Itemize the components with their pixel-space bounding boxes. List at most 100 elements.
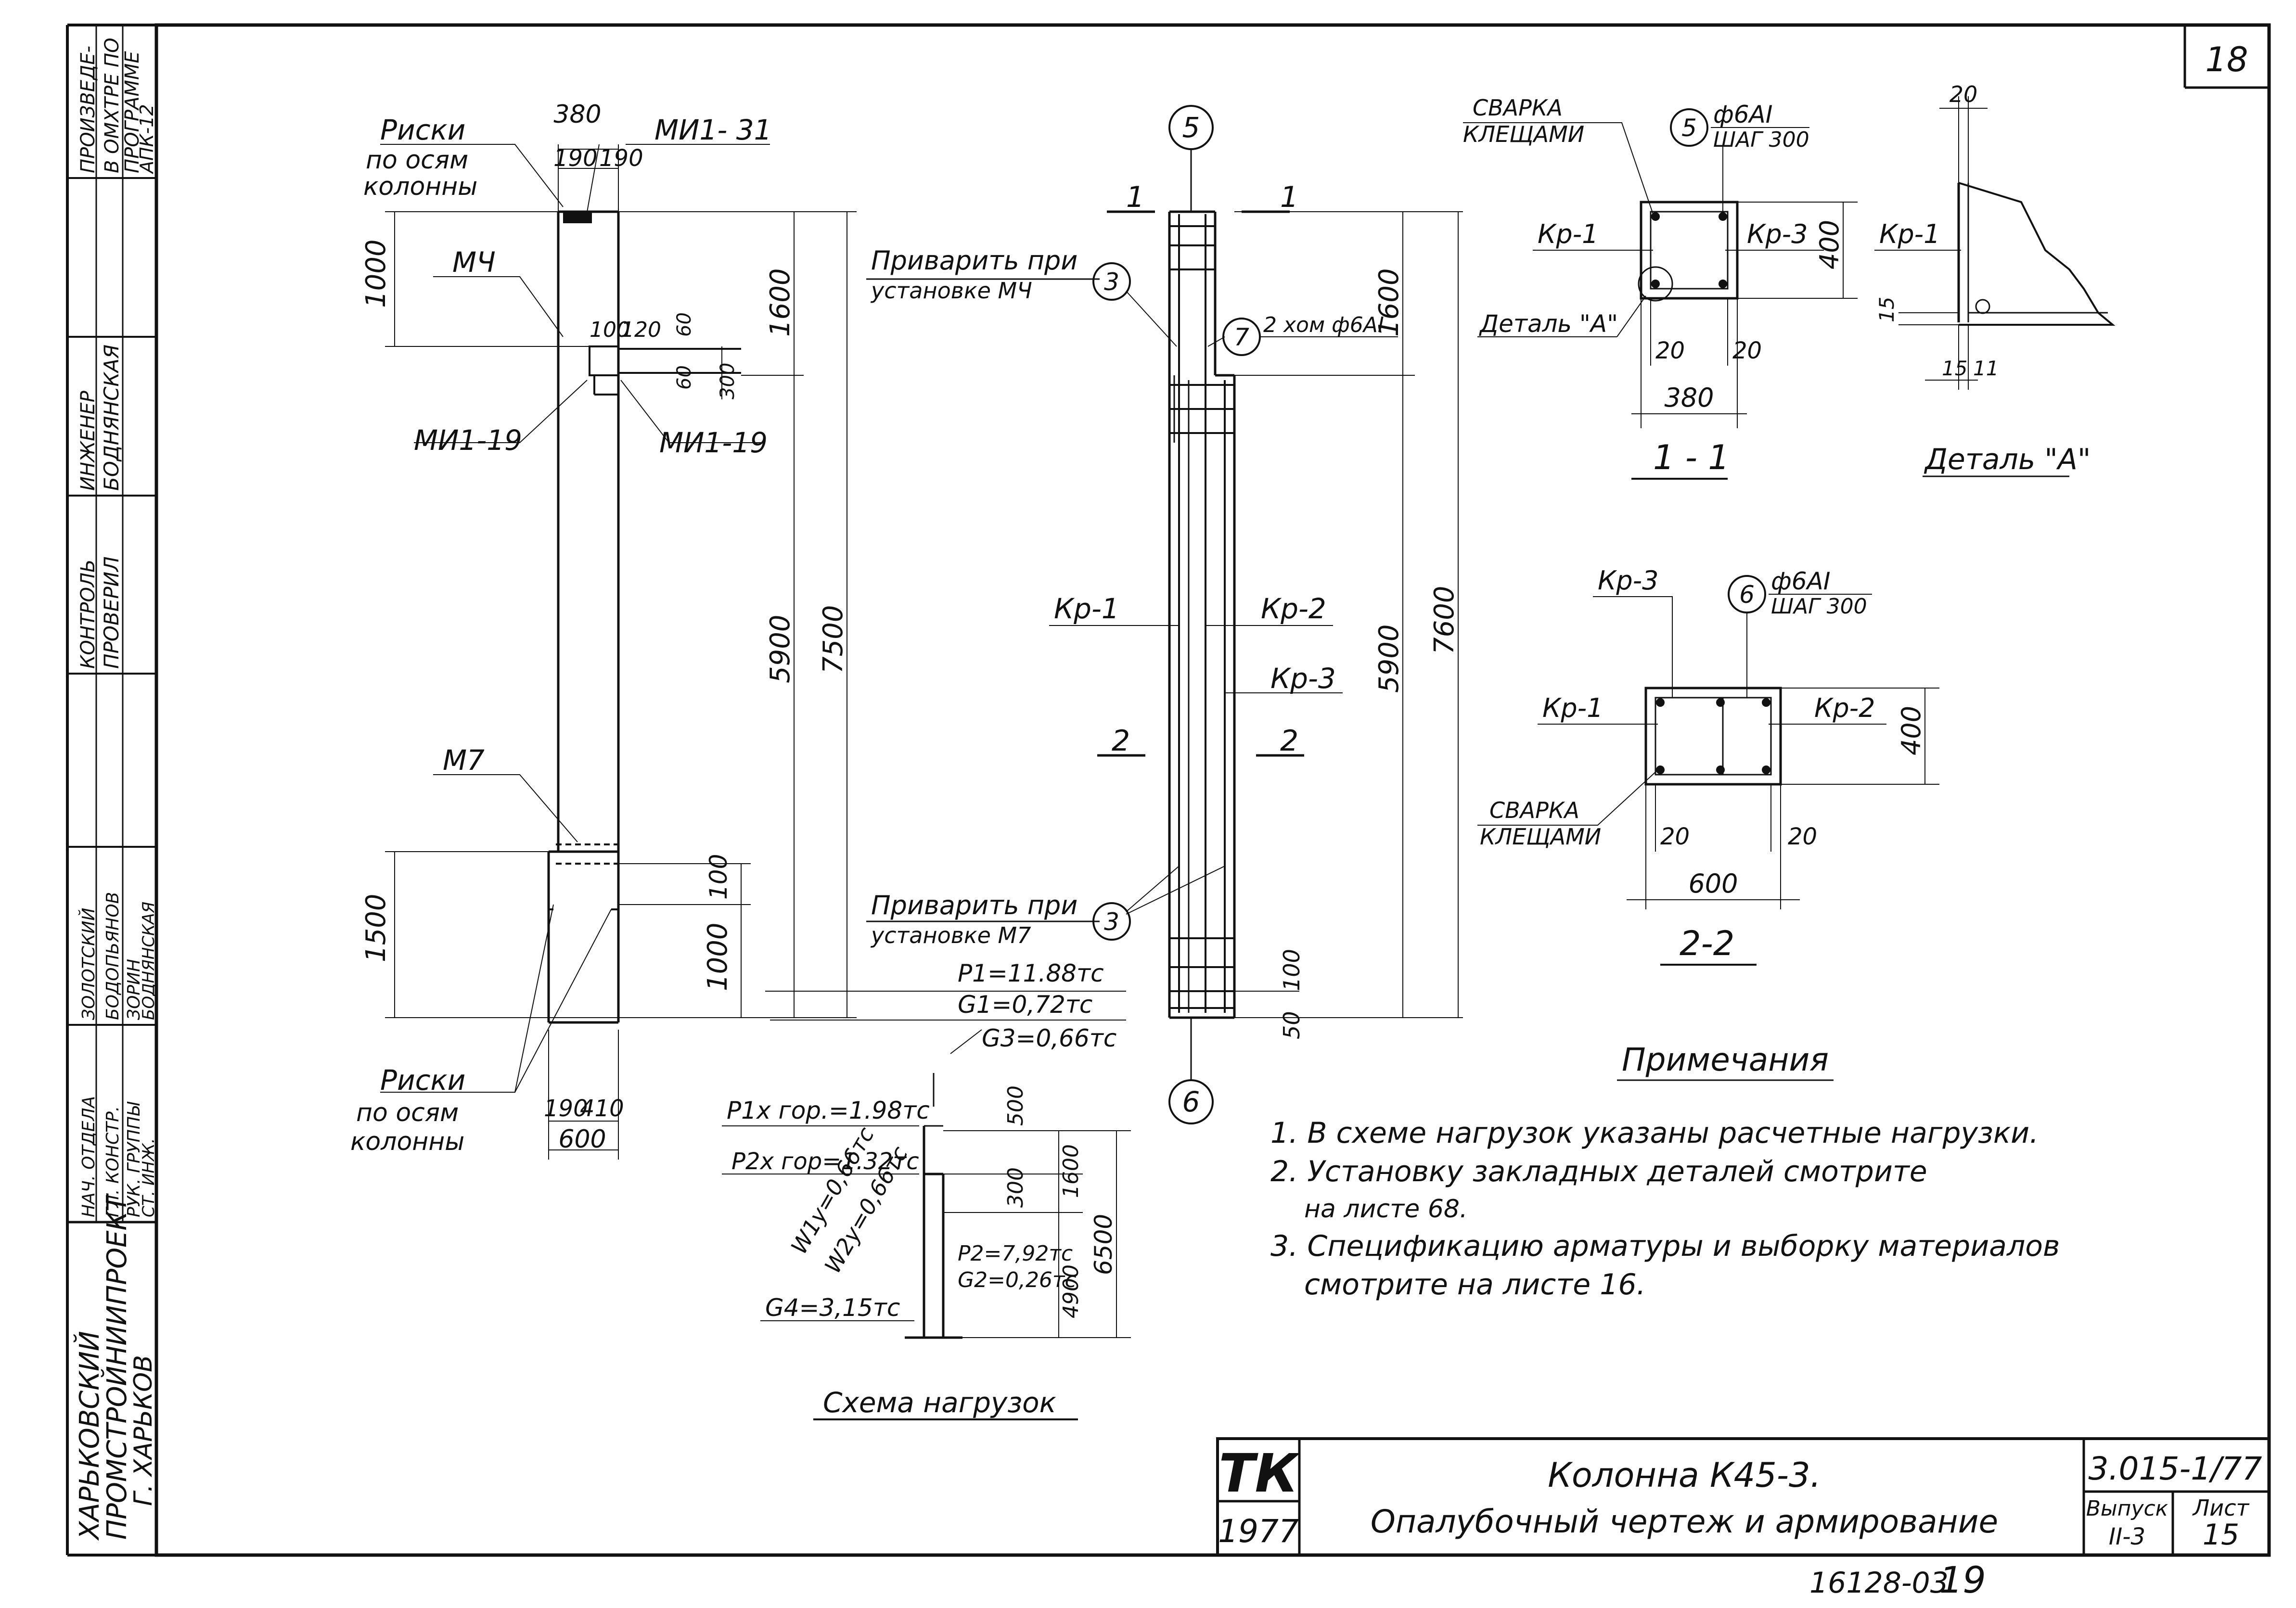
s22-kr3: Кр-3 (1598, 565, 1658, 596)
s22-title: 2-2 (1680, 924, 1734, 963)
dim-60b: 60 (673, 365, 695, 390)
tb-issue: II-3 (2109, 1523, 2145, 1550)
half-width-2: 190 (599, 145, 643, 172)
half-width-1: 190 (553, 145, 598, 172)
bottom-190: 190 (544, 1095, 588, 1122)
s11-mark-label: 5 (1681, 114, 1697, 142)
s22-kr2: Кр-2 (1814, 693, 1875, 723)
s11-kr3: Кр-3 (1747, 219, 1808, 249)
bottom-stamp-code: 16128-03 (1809, 1566, 1949, 1600)
load-g4: G4=3,15тс (765, 1294, 900, 1322)
s22-rebar-2: ШАГ 300 (1771, 594, 1867, 619)
tb-title-2: Опалубочный чертеж и армирование (1371, 1503, 1998, 1540)
tb-logo: ТК (1219, 1442, 1301, 1504)
s22-mark-label: 6 (1739, 581, 1755, 609)
load-dim-6500: 6500 (1090, 1214, 1117, 1275)
notes-title: Примечания (1622, 1041, 1829, 1078)
mark-3-top (1092, 262, 1131, 301)
s22-kr1: Кр-1 (1542, 693, 1603, 723)
axis-5-label: 5 (1182, 111, 1200, 144)
tb-sheet: 15 (2203, 1518, 2239, 1552)
rf-dim-5900: 5900 (1373, 624, 1405, 693)
risks-top-3: колонны (363, 172, 477, 201)
s11-rebar-1: ф6АI (1713, 101, 1773, 128)
stamp-produced-3: ПРОГРАММЕ (121, 51, 143, 173)
mark-3-bottom (1092, 902, 1131, 941)
bracket-dim-a: 100 (590, 318, 630, 342)
load-g1: G1=0,72тс (958, 991, 1092, 1019)
dim-100: 100 (705, 854, 732, 900)
risks-bottom-2: по осям (356, 1098, 459, 1127)
note-1: 1. В схеме нагрузок указаны расчетные на… (1270, 1116, 2039, 1150)
left-stamp: ПРОИЗВЕДЕ- В ОМХТРЕ ПО ПРОГРАММЕ АПК-12 … (67, 25, 158, 1541)
axis-6-label: 6 (1182, 1085, 1200, 1118)
sec-2-right: 2 (1280, 724, 1298, 758)
kr-1-label: Кр-1 (1054, 592, 1119, 625)
kr-3-label: Кр-3 (1270, 662, 1336, 695)
stamp-engineer-label: ИНЖЕНЕР (77, 390, 99, 491)
mark-7 (1222, 318, 1261, 356)
load-p1: P1=11.88тс (958, 959, 1104, 987)
note-2b: на листе 68. (1304, 1195, 1468, 1224)
s11-dim-c2: 20 (1732, 337, 1762, 364)
detail-a-dim-bottom: 15 (1942, 357, 1967, 380)
weld-top-1: Приварить при (871, 245, 1077, 276)
weld-top-2: установке МЧ (870, 278, 1032, 304)
sheet-number: 18 (2205, 40, 2248, 79)
mark-7-label: 7 (1234, 323, 1249, 351)
stamp-org-2: ПРОМСТРОЙНИИПРОЕКТ (102, 1193, 133, 1540)
tb-issue-label: Выпуск (2086, 1496, 2168, 1521)
embedded-plate-top (563, 213, 592, 223)
dim-1000-b: 1000 (702, 922, 733, 991)
stamp-role-2-name: БОДОПЬЯНОВ (103, 892, 123, 1020)
bottom-600: 600 (558, 1125, 606, 1154)
section-11-stirrup (1650, 211, 1729, 290)
dim-1000-top: 1000 (360, 239, 392, 308)
s22-dim-c2: 20 (1788, 823, 1817, 850)
formwork-drawing: Риски по осям колонны 380 190 190 МИ1- 3… (350, 100, 857, 1160)
s11-weld-2: КЛЕЩАМИ (1463, 121, 1584, 147)
s11-weld-1: СВАРКА (1473, 95, 1563, 121)
section-1-1: СВАРКА КЛЕЩАМИ 5 ф6АI ШАГ 300 Кр-1 Кр-3 … (1463, 95, 1858, 480)
tb-year: 1977 (1218, 1513, 1299, 1550)
section-2-2: Кр-3 6 ф6АI ШАГ 300 Кр-1 Кр-2 СВАРКА КЛЕ… (1477, 565, 1939, 966)
stamp-produced-2: В ОМХТРЕ ПО (101, 38, 123, 173)
s11-dim-c1: 20 (1655, 337, 1685, 364)
dim-5900: 5900 (765, 614, 796, 683)
load-p2x: P2x гор=1.32тс (731, 1148, 919, 1175)
rf-dim-1600: 1600 (1373, 268, 1405, 337)
weld-bottom-1: Приварить при (871, 890, 1077, 920)
s11-mark (1670, 108, 1708, 147)
detail-a-kr1: Кр-1 (1879, 219, 1940, 249)
s11-dim-w: 380 (1664, 383, 1714, 413)
sheet-frame (154, 23, 2271, 1557)
rf-dim-100: 100 (1279, 949, 1305, 991)
stamp-checked-label: КОНТРОЛЬ (77, 559, 99, 669)
weld-bottom-2: установке М7 (870, 922, 1031, 948)
sec-1-left: 1 (1126, 180, 1144, 214)
detail-a: 20 Кр-1 15 15 11 Деталь "А" (1874, 81, 2116, 477)
s22-dim-w: 600 (1688, 868, 1738, 899)
mark-3-bottom-label: 3 (1104, 908, 1119, 936)
mark-7-text: 2 хом ф6АI (1263, 313, 1384, 337)
dim-1600: 1600 (765, 268, 796, 337)
stamp-produced-4: АПК-12 (136, 104, 157, 175)
detail-a-title: Деталь "А" (1924, 443, 2091, 476)
load-scheme: P1=11.88тс G1=0,72тс G3=0,66тс P1x гор.=… (722, 959, 1131, 1420)
stamp-role-1-label: НАЧ. ОТДЕЛА (79, 1096, 99, 1217)
notes: Примечания 1. В схеме нагрузок указаны р… (1270, 1041, 2060, 1302)
mark-3-top-label: 3 (1104, 268, 1119, 296)
note-3b: смотрите на листе 16. (1304, 1268, 1646, 1302)
load-g3: G3=0,66тс (982, 1024, 1116, 1052)
s11-dim-h: 400 (1814, 220, 1845, 269)
m7-label: М7 (443, 744, 485, 777)
tb-series: 3.015-1/77 (2089, 1450, 2262, 1487)
risks-top-2: по осям (366, 146, 468, 175)
risks-bottom-3: колонны (350, 1127, 464, 1156)
s22-dim-h: 400 (1896, 706, 1926, 755)
s11-detail-ref: Деталь "А" (1479, 310, 1618, 338)
detail-a-dim-inner: 11 (1973, 357, 1999, 380)
load-dim-300: 300 (1003, 1167, 1028, 1208)
load-p2: P2=7,92тс (958, 1241, 1073, 1266)
s22-mark (1728, 575, 1766, 613)
